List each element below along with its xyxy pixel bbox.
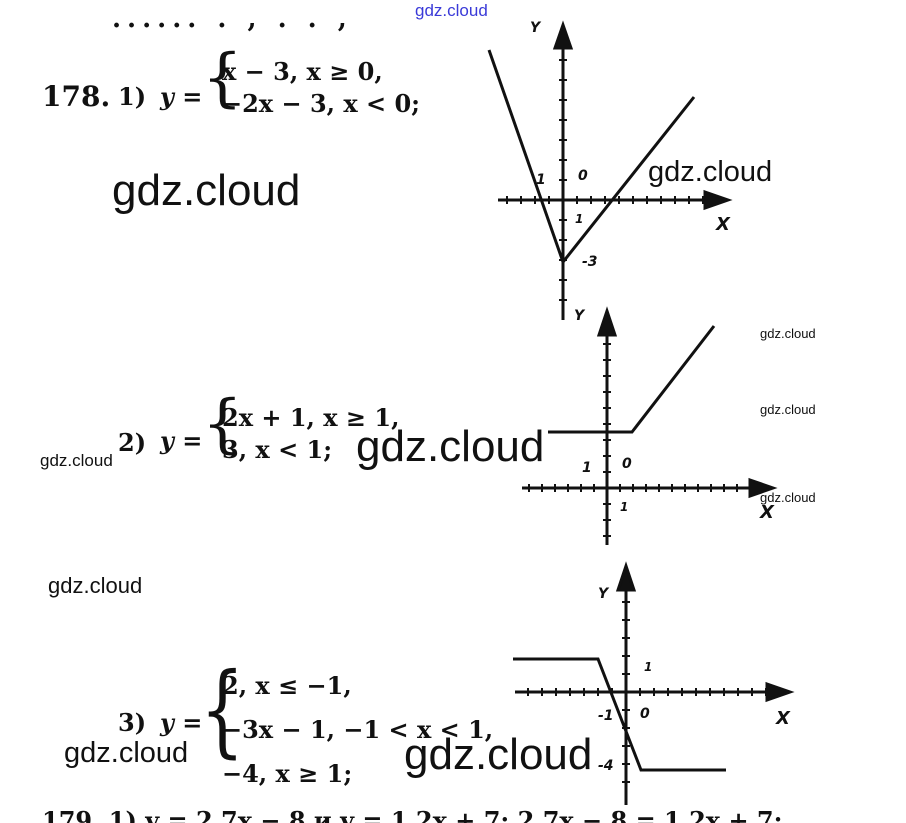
case: −2x − 3, x < 0; — [222, 89, 421, 118]
part3-system: 2, x ≤ −1, −3x − 1, −1 < x < 1, −4, x ≥ … — [222, 664, 493, 796]
part2-system: 2x + 1, x ≥ 1, 3, x < 1; — [222, 402, 399, 466]
case: 2x + 1, x ≥ 1, — [222, 403, 400, 432]
tick-label: 0 — [640, 706, 650, 722]
axis-label: X — [716, 214, 730, 235]
watermark-top: gdz.cloud — [415, 1, 488, 20]
watermark: gdz.cloud — [648, 156, 773, 188]
arrow-icon — [703, 189, 733, 211]
watermark: gdz.cloud — [760, 402, 816, 417]
graph2-line — [548, 325, 716, 434]
axis-label: X — [776, 708, 790, 729]
brace: { — [202, 41, 243, 115]
watermark: gdz.cloud — [760, 490, 816, 505]
watermark: gdz.cloud — [48, 573, 143, 598]
part1-lhs: y = — [160, 82, 203, 111]
brace: { — [200, 651, 245, 768]
tick-label: 1 — [575, 212, 584, 226]
cut-text-top: ...... . , . . , — [112, 4, 353, 34]
tick-label: 0 — [622, 456, 632, 472]
arrow-icon — [596, 306, 618, 337]
tick-label: 0 — [578, 168, 588, 184]
case: 2, x ≤ −1, — [222, 671, 352, 700]
axis-label: Y — [530, 20, 541, 36]
case: 3, x < 1; — [222, 435, 333, 464]
problem-number: 178. — [42, 80, 111, 113]
case: −4, x ≥ 1; — [222, 759, 353, 788]
part1-label: 1) — [118, 82, 147, 111]
case: x − 3, x ≥ 0, — [222, 57, 383, 86]
tick-label: 1 — [536, 172, 546, 188]
tick-label: 1 — [644, 660, 653, 674]
tick-label: -1 — [598, 708, 614, 724]
part3-label: 3) — [118, 708, 147, 737]
tick-label: 1 — [620, 500, 629, 514]
arrow-icon — [765, 681, 795, 703]
tick-label: -4 — [598, 758, 614, 774]
graph1-line — [487, 49, 696, 266]
arrow-icon — [552, 20, 574, 50]
axis-label: Y — [574, 308, 585, 324]
axis-label: X — [760, 502, 774, 523]
graph3-line — [513, 657, 726, 772]
watermark: gdz.cloud — [356, 422, 545, 471]
case: −3x − 1, −1 < x < 1, — [222, 715, 494, 744]
axis-label: Y — [598, 586, 609, 602]
brace: { — [202, 387, 243, 461]
tick-label: 1 — [582, 460, 592, 476]
watermark: gdz.cloud — [112, 166, 301, 215]
watermark: gdz.cloud — [40, 451, 113, 470]
bottom-line: 179. 1) y = 2,7x − 8 и y = 1,2x + 7; 2,7… — [42, 806, 783, 823]
watermark: gdz.cloud — [404, 730, 593, 779]
part1-system: x − 3, x ≥ 0, −2x − 3, x < 0; — [222, 56, 420, 120]
part3-lhs: y = — [160, 708, 203, 737]
part2-label: 2) — [118, 428, 147, 457]
watermark: gdz.cloud — [760, 326, 816, 341]
arrow-icon — [615, 561, 637, 592]
tick-label: -3 — [582, 254, 598, 270]
watermark: gdz.cloud — [64, 737, 189, 769]
part2-lhs: y = — [160, 426, 203, 455]
